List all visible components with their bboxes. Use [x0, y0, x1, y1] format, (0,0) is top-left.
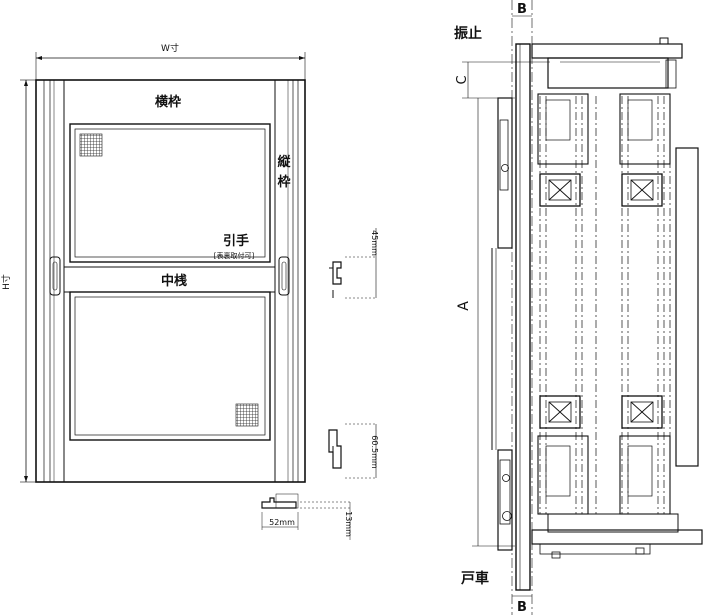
section-label-top: 振止	[454, 25, 482, 42]
section-label-b-bottom: B	[517, 600, 527, 615]
profile-height-dimension: 13mm	[344, 511, 353, 537]
profile-details	[261, 228, 377, 540]
section-label-a: A	[456, 301, 472, 311]
profile-width-dimension: 52mm	[269, 518, 295, 527]
handle-note: [表裏取付可]	[214, 251, 255, 260]
front-view	[20, 52, 306, 483]
section-label-b-top: B	[517, 2, 527, 17]
stile-label-2: 枠	[277, 174, 290, 190]
middle-rail-label: 中桟	[161, 273, 187, 289]
section-view	[462, 0, 703, 615]
handle-label: 引手	[223, 233, 249, 249]
stile-label-1: 縦	[277, 154, 291, 170]
top-rail-label: 横枠	[155, 94, 181, 110]
section-label-c: C	[455, 75, 470, 84]
width-label: W寸	[161, 42, 179, 54]
upper-profile-dimension: 45mm	[370, 230, 379, 256]
section-label-bottom: 戸車	[461, 570, 489, 587]
lower-profile-dimension: 60.5mm	[370, 435, 379, 469]
height-label: H寸	[0, 274, 12, 290]
